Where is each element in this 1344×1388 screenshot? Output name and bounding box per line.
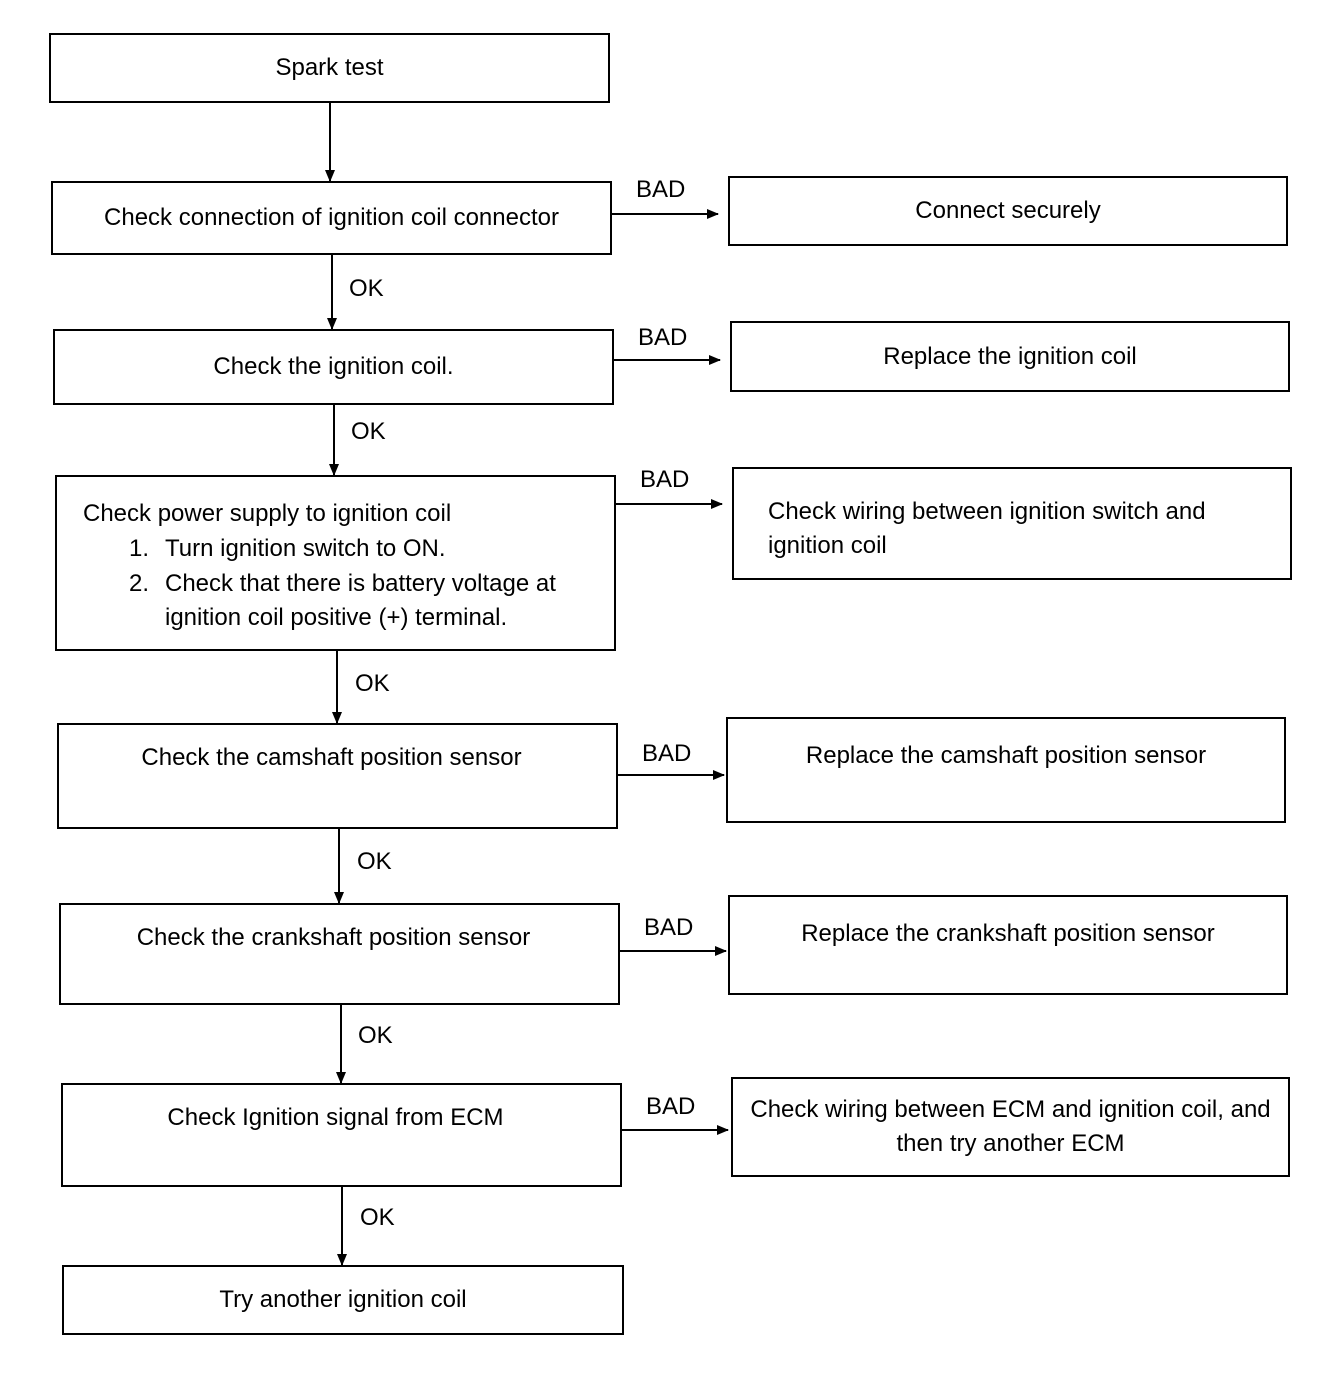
check-wiring-switch-box: Check wiring between ignition switch and… (732, 467, 1292, 580)
replace-crankshaft-box: Replace the crankshaft position sensor (728, 895, 1288, 995)
check-connector-box: Check connection of ignition coil connec… (51, 181, 612, 255)
check-camshaft-label: Check the camshaft position sensor (141, 744, 522, 771)
bad-label-3: BAD (640, 466, 690, 493)
check-ecm-signal-box: Check Ignition signal from ECM (61, 1083, 622, 1187)
check-wiring-ecm-label: Check wiring between ECM and ignition co… (750, 1096, 1271, 1157)
substep-text: Check that there is battery voltage at i… (165, 570, 556, 631)
ok-label-6: OK (360, 1204, 395, 1231)
bad-label-4: BAD (642, 740, 692, 767)
replace-ignition-coil-label: Replace the ignition coil (883, 342, 1137, 370)
ok-label-3: OK (355, 670, 390, 697)
spark-test-label: Spark test (275, 54, 384, 81)
replace-camshaft-label: Replace the camshaft position sensor (805, 742, 1207, 769)
ok-label-2: OK (351, 418, 386, 445)
check-camshaft-box: Check the camshaft position sensor (57, 723, 618, 829)
ok-label-5: OK (358, 1022, 393, 1049)
substep-text: Turn ignition switch to ON. (165, 535, 446, 562)
check-crankshaft-label: Check the crankshaft position sensor (136, 924, 531, 951)
bad-label-2: BAD (638, 324, 688, 351)
bad-label-1: BAD (636, 176, 686, 203)
check-wiring-switch-label: Check wiring between ignition switch and… (768, 498, 1206, 559)
substep-item: 1. Turn ignition switch to ON. (83, 531, 614, 564)
check-connector-label: Check connection of ignition coil connec… (104, 204, 559, 231)
check-ignition-coil-box: Check the ignition coil. (53, 329, 614, 405)
substep-item: 2. Check that there is battery voltage a… (83, 564, 614, 635)
check-crankshaft-box: Check the crankshaft position sensor (59, 903, 620, 1005)
power-supply-substeps: 1. Turn ignition switch to ON. 2. Check … (83, 531, 614, 635)
connect-securely-box: Connect securely (728, 176, 1288, 246)
bad-label-6: BAD (646, 1093, 696, 1120)
check-power-supply-box: Check power supply to ignition coil 1. T… (55, 475, 616, 651)
substep-number: 2. (129, 570, 150, 597)
replace-ignition-coil-box: Replace the ignition coil (730, 321, 1290, 392)
connect-securely-label: Connect securely (915, 197, 1101, 224)
ok-label-1: OK (349, 275, 384, 302)
substep-number: 1. (129, 535, 150, 562)
ok-label-4: OK (357, 848, 392, 875)
replace-crankshaft-label: Replace the crankshaft position sensor (801, 920, 1215, 947)
try-another-coil-box: Try another ignition coil (62, 1265, 624, 1335)
check-ignition-coil-label: Check the ignition coil. (213, 353, 454, 380)
check-wiring-ecm-box: Check wiring between ECM and ignition co… (731, 1077, 1290, 1177)
spark-test-box: Spark test (49, 33, 610, 103)
try-another-coil-label: Try another ignition coil (219, 1286, 467, 1313)
check-power-supply-label: Check power supply to ignition coil (83, 500, 452, 527)
check-ecm-signal-label: Check Ignition signal from ECM (167, 1104, 504, 1131)
bad-label-5: BAD (644, 914, 694, 941)
replace-camshaft-box: Replace the camshaft position sensor (726, 717, 1286, 823)
